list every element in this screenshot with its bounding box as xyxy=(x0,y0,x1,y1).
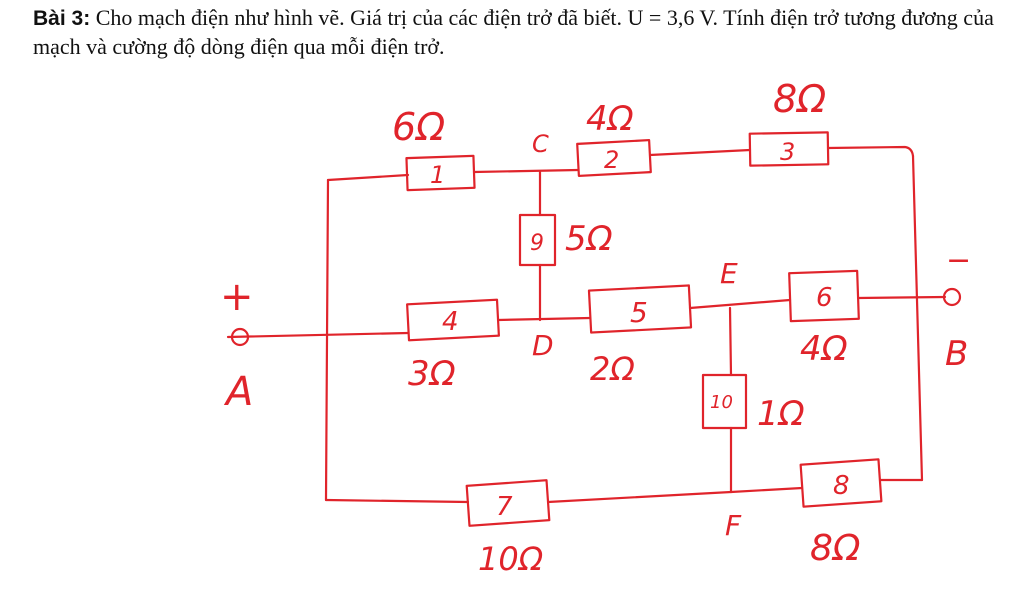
node-A-terminal xyxy=(230,327,250,347)
resistor-2-value: 4Ω xyxy=(586,99,634,139)
resistor-10-value: 1Ω xyxy=(757,394,805,434)
node-labels: + A − B C D E F xyxy=(220,130,971,542)
resistor-9: 9 5Ω xyxy=(518,213,613,267)
problem-text: Cho mạch điện như hình vẽ. Giá trị của c… xyxy=(33,5,994,59)
resistor-6-value: 4Ω xyxy=(800,329,848,369)
node-D-label: D xyxy=(532,329,554,362)
resistor-8: 8 8Ω xyxy=(799,458,883,569)
node-A-label: A xyxy=(223,369,253,415)
resistor-8-id: 8 xyxy=(833,471,850,501)
top-wire-1-to-C xyxy=(472,168,580,174)
mid-wire-5-to-6 xyxy=(688,298,792,310)
node-B-label: B xyxy=(945,334,968,374)
node-B-sign: − xyxy=(946,243,971,278)
resistor-1-value: 6Ω xyxy=(392,105,445,149)
resistor-5: 5 2Ω xyxy=(587,284,693,388)
top-wire-2-to-3 xyxy=(648,148,752,157)
node-A-sign: + xyxy=(220,274,254,320)
node-E-label: E xyxy=(720,257,738,290)
right-rail xyxy=(911,154,924,482)
resistor-7-value: 10Ω xyxy=(478,540,544,578)
resistor-5-id: 5 xyxy=(630,296,648,329)
resistor-6: 6 4Ω xyxy=(788,269,860,369)
node-B-terminal xyxy=(942,287,962,307)
mid-wire-4-to-5 xyxy=(496,316,592,322)
E-to-10-wire xyxy=(728,306,733,377)
resistor-3-id: 3 xyxy=(780,138,795,166)
left-rail xyxy=(324,178,330,502)
resistor-10-id: 10 xyxy=(710,392,733,413)
top-wire-3-to-right xyxy=(826,145,915,158)
resistor-2-id: 2 xyxy=(604,146,619,174)
bottom-wire-F-to-8 xyxy=(729,486,804,494)
problem-label: Bài 3: xyxy=(33,7,91,30)
resistor-1-id: 1 xyxy=(430,161,445,189)
problem-statement: Bài 3: Cho mạch điện như hình vẽ. Giá tr… xyxy=(33,4,1003,61)
resistor-4-value: 3Ω xyxy=(408,354,456,394)
B-wire xyxy=(856,295,947,300)
top-wire-left xyxy=(326,173,410,182)
resistor-6-id: 6 xyxy=(816,283,833,313)
resistor-7-id: 7 xyxy=(496,492,513,522)
bottom-wire-left xyxy=(324,498,470,504)
node-A-wire xyxy=(226,331,410,339)
resistor-9-id: 9 xyxy=(530,231,544,256)
resistor-9-value: 5Ω xyxy=(565,219,613,259)
resistor-3: 3 8Ω xyxy=(748,77,830,167)
node-F-label: F xyxy=(725,509,742,542)
resistor-4: 4 3Ω xyxy=(406,298,500,394)
bottom-wire-7-to-F xyxy=(546,490,733,504)
node-C-label: C xyxy=(532,130,549,158)
resistor-10: 10 1Ω xyxy=(701,373,805,434)
resistor-4-id: 4 xyxy=(442,307,459,337)
resistor-2: 2 4Ω xyxy=(576,99,652,177)
resistor-8-value: 8Ω xyxy=(810,528,861,569)
resistor-3-value: 8Ω xyxy=(773,77,826,121)
circuit-wires xyxy=(226,145,947,504)
resistor-1: 1 6Ω xyxy=(392,105,476,192)
resistor-5-value: 2Ω xyxy=(590,350,635,388)
resistor-7: 7 10Ω xyxy=(465,479,551,578)
